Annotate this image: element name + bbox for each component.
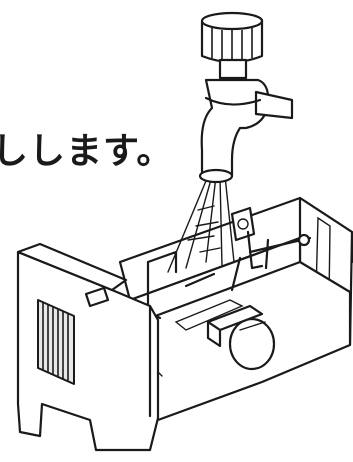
faucet-icon [200,13,292,182]
water-tank-icon [18,198,352,450]
